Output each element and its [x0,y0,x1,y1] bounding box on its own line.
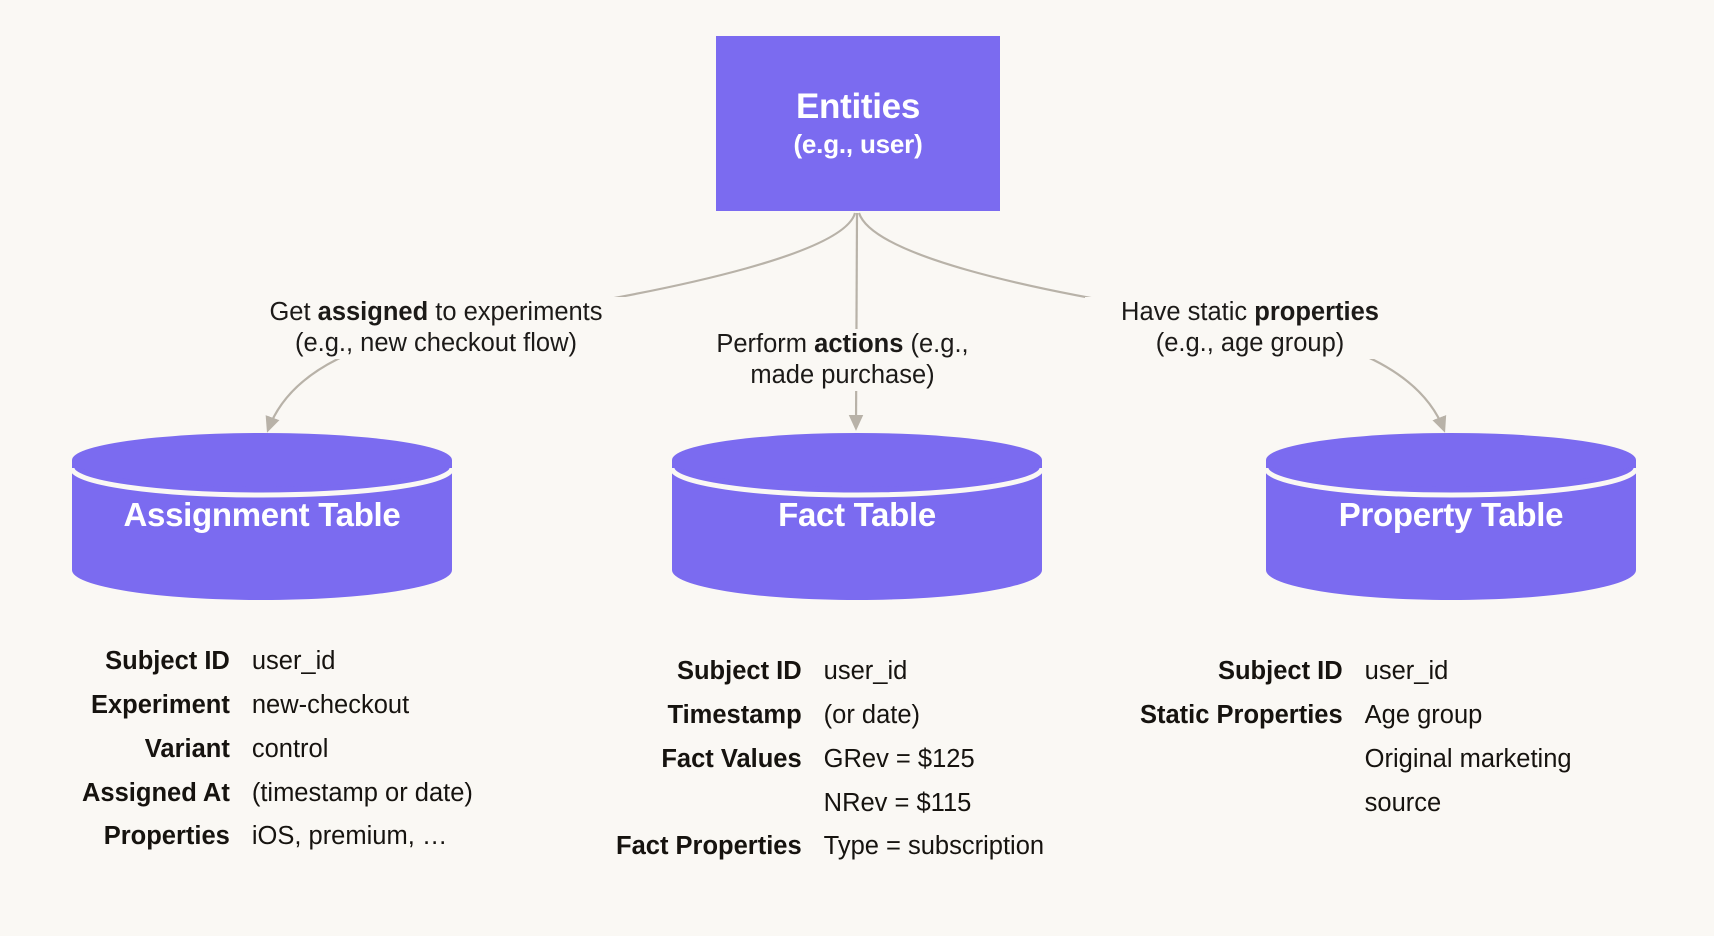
cylinder-shape [669,433,1045,600]
edge-label-property-bold: properties [1254,298,1379,326]
edge-label-fact-post: (e.g., [903,330,969,358]
assignment-table-cylinder[interactable]: Assignment Table [68,430,456,600]
entities-box[interactable]: Entities (e.g., user) [716,36,1000,211]
assignment-table-fields: Subject ID user_id Experiment new-checko… [82,640,473,859]
field-key: Fact Values [661,744,802,773]
arrow-to-fact-table [848,212,864,431]
fact-table-label: Fact Table [778,496,936,533]
edge-label-fact-bold: actions [814,330,904,358]
field-value: Age group [1364,700,1483,729]
edge-label-assignment-pre: Get [269,298,318,326]
field-key: Static Properties [1140,700,1343,729]
entities-title: Entities [795,87,920,127]
field-key: Timestamp [667,700,802,729]
field-value: new-checkout [251,690,410,719]
edge-label-assignment-line2: (e.g., new checkout flow) [236,328,636,360]
edge-label-fact: Perform actions (e.g., made purchase) [690,329,995,392]
field-value: user_id [251,647,336,675]
edge-label-fact-pre: Perform [716,330,815,358]
edge-label-fact-line2: made purchase) [690,360,995,392]
edge-label-assignment: Get assigned to experiments (e.g., new c… [236,297,636,360]
field-value: user_id [1364,657,1449,685]
field-key: Fact Properties [616,832,802,861]
field-key: Subject ID [105,647,230,675]
property-table-fields: Subject ID user_id Static Properties Age… [1140,650,1585,825]
cylinder-shape [1263,433,1639,600]
field-key [1140,738,1343,826]
field-key: Experiment [90,690,230,719]
field-key: Subject ID [1217,657,1343,685]
edge-label-property: Have static properties (e.g., age group) [1085,297,1415,360]
field-value: GRev = $125 NRev = $115 [823,744,975,817]
field-key: Subject ID [676,657,802,685]
field-key: Assigned At [82,778,230,807]
edge-label-assignment-bold: assigned [317,298,429,326]
entities-subtitle: (e.g., user) [793,128,923,159]
field-value: (timestamp or date) [251,778,473,807]
field-value: Type = subscription [823,832,1045,861]
field-value: (or date) [823,700,921,729]
field-key: Properties [103,822,230,851]
edge-label-property-pre: Have static [1121,298,1255,326]
fact-table-cylinder[interactable]: Fact Table [668,430,1046,600]
assignment-table-label: Assignment Table [123,496,401,533]
field-value: iOS, premium, … [251,822,448,851]
field-value: control [251,734,329,763]
field-key: Variant [144,734,230,763]
edge-label-assignment-post: to experiments [428,298,603,326]
fact-table-fields: Subject ID user_id Timestamp (or date) F… [616,650,1044,869]
field-value: Original marketing source [1364,744,1572,817]
property-table-label: Property Table [1338,496,1564,533]
cylinder-shape [69,433,455,600]
edge-label-property-line2: (e.g., age group) [1085,328,1415,360]
property-table-cylinder[interactable]: Property Table [1262,430,1640,600]
field-value: user_id [823,657,908,685]
